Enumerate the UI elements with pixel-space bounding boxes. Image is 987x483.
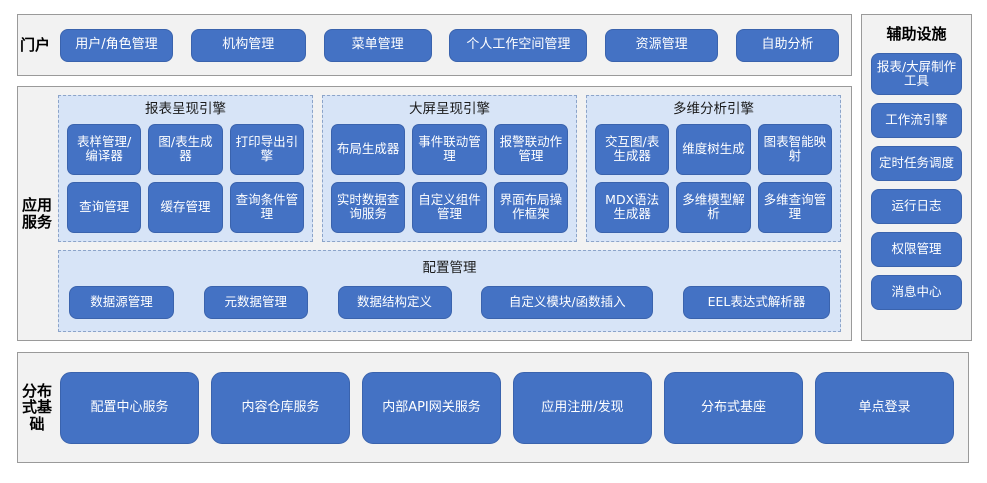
engine-2-button-5[interactable]: 多维查询管理 [757, 181, 832, 233]
portal-button-2[interactable]: 菜单管理 [323, 28, 432, 62]
engine-0-button-0[interactable]: 表样管理/编译器 [67, 123, 142, 175]
config-button-4[interactable]: EEL表达式解析器 [683, 285, 830, 319]
engine-2-button-2[interactable]: 图表智能映射 [757, 123, 832, 175]
application-services-label: 应用服务 [21, 196, 52, 231]
engine-grid-0: 表样管理/编译器图/表生成器打印导出引擎查询管理缓存管理查询条件管理 [67, 123, 304, 233]
configuration-management-title: 配置管理 [422, 260, 477, 276]
engine-2-button-0[interactable]: 交互图/表生成器 [595, 123, 670, 175]
config-button-2[interactable]: 数据结构定义 [337, 285, 452, 319]
engine-0-button-4[interactable]: 缓存管理 [148, 181, 223, 233]
config-button-3[interactable]: 自定义模块/函数插入 [481, 285, 654, 319]
engine-0-button-2[interactable]: 打印导出引擎 [229, 123, 304, 175]
engine-1-button-2[interactable]: 报警联动作管理 [493, 123, 568, 175]
aux-button-5[interactable]: 消息中心 [871, 275, 962, 310]
engine-2-button-3[interactable]: MDX语法生成器 [595, 181, 670, 233]
engine-title-1: 大屏呈现引擎 [409, 101, 490, 117]
auxiliary-facilities-section: 辅助设施 报表/大屏制作工具工作流引擎定时任务调度运行日志权限管理消息中心 [861, 14, 972, 341]
base-button-5[interactable]: 单点登录 [815, 371, 954, 444]
portal-button-1[interactable]: 机构管理 [190, 28, 306, 62]
aux-button-0[interactable]: 报表/大屏制作工具 [871, 53, 962, 95]
engine-0-button-3[interactable]: 查询管理 [67, 181, 142, 233]
portal-button-0[interactable]: 用户/角色管理 [60, 28, 173, 62]
aux-button-3[interactable]: 运行日志 [871, 189, 962, 224]
base-button-4[interactable]: 分布式基座 [664, 371, 803, 444]
portal-button-row: 用户/角色管理机构管理菜单管理个人工作空间管理资源管理自助分析 [52, 15, 851, 75]
engine-2-button-4[interactable]: 多维模型解析 [676, 181, 751, 233]
distributed-base-row: 配置中心服务内容仓库服务内部API网关服务应用注册/发现分布式基座单点登录 [56, 353, 968, 462]
engine-1-button-0[interactable]: 布局生成器 [331, 123, 406, 175]
aux-button-1[interactable]: 工作流引擎 [871, 103, 962, 138]
engine-0-button-1[interactable]: 图/表生成器 [148, 123, 223, 175]
engine-panel-0: 报表呈现引擎表样管理/编译器图/表生成器打印导出引擎查询管理缓存管理查询条件管理 [58, 95, 313, 242]
engine-1-button-4[interactable]: 自定义组件管理 [412, 181, 487, 233]
auxiliary-facilities-title: 辅助设施 [886, 25, 947, 43]
engine-grid-2: 交互图/表生成器维度树生成图表智能映射 MDX语法生成器多维模型解析多维查询管理 [595, 123, 832, 233]
application-services-label-wrap: 应用服务 [18, 87, 56, 340]
base-button-1[interactable]: 内容仓库服务 [211, 371, 350, 444]
engine-1-button-3[interactable]: 实时数据查询服务 [331, 181, 406, 233]
engine-2-button-1[interactable]: 维度树生成 [676, 123, 751, 175]
distributed-base-label: 分布式基础 [21, 382, 52, 433]
config-button-0[interactable]: 数据源管理 [69, 285, 174, 319]
base-button-2[interactable]: 内部API网关服务 [362, 371, 501, 444]
auxiliary-facilities-list: 报表/大屏制作工具工作流引擎定时任务调度运行日志权限管理消息中心 [871, 53, 962, 310]
engines-row: 报表呈现引擎表样管理/编译器图/表生成器打印导出引擎查询管理缓存管理查询条件管理… [58, 95, 841, 242]
engine-1-button-5[interactable]: 界面布局操作框架 [493, 181, 568, 233]
portal-button-3[interactable]: 个人工作空间管理 [449, 28, 588, 62]
config-button-1[interactable]: 元数据管理 [203, 285, 308, 319]
aux-button-2[interactable]: 定时任务调度 [871, 146, 962, 181]
configuration-management-row: 数据源管理元数据管理数据结构定义自定义模块/函数插入 EEL表达式解析器 [69, 282, 830, 322]
distributed-base-section: 分布式基础 配置中心服务内容仓库服务内部API网关服务应用注册/发现分布式基座单… [17, 352, 969, 463]
engine-panel-2: 多维分析引擎交互图/表生成器维度树生成图表智能映射 MDX语法生成器多维模型解析多… [586, 95, 841, 242]
engine-panel-1: 大屏呈现引擎布局生成器事件联动管理报警联动作管理实时数据查询服务自定义组件管理界… [322, 95, 577, 242]
portal-section: 门户 用户/角色管理机构管理菜单管理个人工作空间管理资源管理自助分析 [17, 14, 852, 76]
distributed-base-label-wrap: 分布式基础 [18, 353, 56, 462]
application-services-body: 报表呈现引擎表样管理/编译器图/表生成器打印导出引擎查询管理缓存管理查询条件管理… [56, 87, 851, 340]
base-button-0[interactable]: 配置中心服务 [60, 371, 199, 444]
base-button-3[interactable]: 应用注册/发现 [513, 371, 652, 444]
portal-button-5[interactable]: 自助分析 [735, 28, 839, 62]
engine-grid-1: 布局生成器事件联动管理报警联动作管理实时数据查询服务自定义组件管理界面布局操作框… [331, 123, 568, 233]
engine-title-2: 多维分析引擎 [673, 101, 754, 117]
aux-button-4[interactable]: 权限管理 [871, 232, 962, 267]
engine-0-button-5[interactable]: 查询条件管理 [229, 181, 304, 233]
configuration-management-panel: 配置管理 数据源管理元数据管理数据结构定义自定义模块/函数插入 EEL表达式解析器 [58, 250, 841, 332]
portal-button-4[interactable]: 资源管理 [605, 28, 719, 62]
engine-title-0: 报表呈现引擎 [145, 101, 226, 117]
portal-section-label: 门户 [20, 35, 51, 54]
application-services-section: 应用服务 报表呈现引擎表样管理/编译器图/表生成器打印导出引擎查询管理缓存管理查… [17, 86, 852, 341]
engine-1-button-1[interactable]: 事件联动管理 [412, 123, 487, 175]
